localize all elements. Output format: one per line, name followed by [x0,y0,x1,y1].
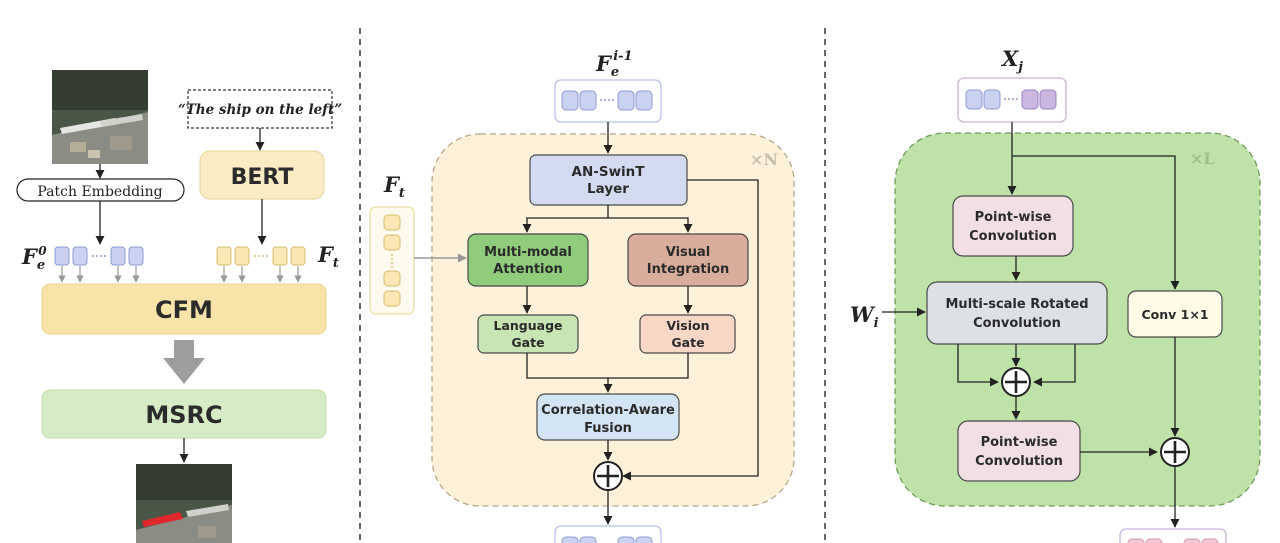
text-token [216,246,232,266]
visual-token [72,246,88,266]
visual-token [110,246,126,266]
text-token-row [216,246,306,266]
input-satellite-image [52,70,148,164]
text-query: “The ship on the left” [178,102,342,118]
visual-token [635,90,653,111]
pointwise-conv-block-1 [952,195,1074,257]
an-swint-label: AN-SwinT [572,164,646,180]
msr-label-line2: Convolution [973,316,1061,331]
pw2-label: Point-wise [981,435,1058,450]
repeat-n-label: ×N [750,150,778,169]
token [1039,89,1057,110]
add-node-icon [1160,437,1190,467]
token [1127,538,1145,543]
msr-label: Multi-scale Rotated [946,297,1089,312]
output-satellite-image [136,464,232,543]
ft-token-box [369,206,415,315]
visual-token [635,536,653,543]
repeat-l-label: ×L [1190,149,1215,168]
text-token [383,290,401,307]
visual-token [579,90,597,111]
text-token [234,246,250,266]
arrow-input-to-conv1x1 [1012,155,1180,290]
middle-panel: Fei-1 ×N Ft AN-SwinT Layer Multi [369,49,795,543]
output-token-box [1119,528,1227,543]
vg-label: Vision [667,318,710,333]
vg-label-line2: Gate [671,335,704,350]
wi-label: Wi [850,302,879,331]
an-swint-label-line2: Layer [587,181,629,197]
multi-modal-attention-block [467,233,589,287]
branch-right [1033,344,1076,387]
right-panel: Xj ×L Point-wise Convolution Wi Multi-sc… [850,46,1261,543]
cfm-label: CFM [155,296,213,324]
caf-label-line2: Fusion [584,421,632,436]
conv-1x1-label: Conv 1×1 [1141,307,1208,322]
pointwise-conv-block-2 [957,420,1081,482]
pw2-label-line2: Convolution [975,454,1063,469]
visual-token-row [54,246,144,266]
token [1145,538,1163,543]
token [965,89,983,110]
visual-token [54,246,70,266]
arrow-swin-to-vi [608,217,693,233]
mma-label: Multi-modal [484,245,572,260]
ft-label-middle: Ft [383,172,405,201]
pw1-label-line2: Convolution [969,229,1057,244]
token [1021,89,1039,110]
residual-path [622,179,759,481]
token [1183,538,1201,543]
xj-label: Xj [1000,46,1023,75]
text-token [272,246,288,266]
language-gate-block [477,314,579,354]
vi-label: Visual [666,245,711,260]
left-panel: “The ship on the left” BERT Patch Embedd… [16,70,342,543]
text-token [383,270,401,287]
text-token [383,234,401,251]
vi-label-line2: Integration [647,262,729,277]
text-query-box [187,89,333,129]
visual-token [128,246,144,266]
cfm-block [41,283,327,335]
visual-token [579,536,597,543]
visual-token [617,536,635,543]
text-token [290,246,306,266]
add-node-icon [593,461,623,491]
token [1201,538,1219,543]
an-swint-layer-block [529,154,688,206]
bert-label: BERT [231,165,294,190]
visual-token [561,90,579,111]
multi-scale-rotated-conv-block [926,281,1108,345]
caf-label: Correlation-Aware [541,403,675,418]
lg-label-line2: Gate [511,335,544,350]
mma-label-line2: Attention [493,262,562,277]
fe0-label: Fe0 [21,244,47,273]
text-token [383,214,401,231]
patch-embedding-label: Patch Embedding [37,184,162,200]
add-node-icon [1001,367,1031,397]
arrow-swin-split [522,205,609,233]
msrc-label: MSRC [145,401,222,429]
visual-token [561,536,579,543]
visual-token [617,90,635,111]
fe-i-1-label: Fei-1 [595,49,633,80]
token-to-cfm-arrows [58,266,302,283]
token [983,89,1001,110]
pw1-label: Point-wise [975,210,1052,225]
ft-label-left: Ft [317,242,339,271]
lg-label: Language [493,318,562,333]
cfm-to-msrc-arrow [163,340,205,384]
visual-integration-block [627,233,749,287]
branch-left [957,344,999,387]
